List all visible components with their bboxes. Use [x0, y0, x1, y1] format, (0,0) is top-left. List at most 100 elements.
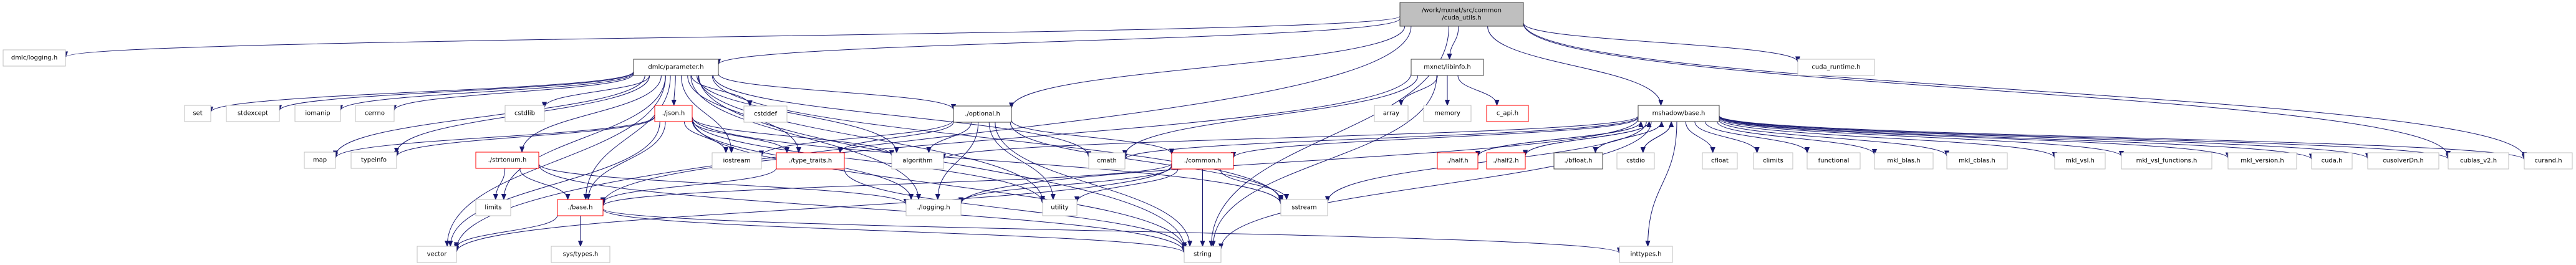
- node-mkl-blas: mkl_blas.h: [1874, 152, 1934, 170]
- node-box: [1486, 105, 1529, 122]
- node-typeinfo: typeinfo: [350, 152, 397, 169]
- node-base[interactable]: ./base.h: [557, 199, 604, 216]
- node-box: [1486, 152, 1526, 170]
- edge-cstdio-to-mshadow_base: [1643, 121, 1671, 153]
- node-logging: ./logging.h: [905, 199, 962, 216]
- edge-mshadow_base-to-mkl_vsl: [1719, 118, 2055, 158]
- node-sstream: sstream: [1280, 199, 1328, 216]
- edge-type_traits-to-base: [603, 167, 777, 203]
- node-box: [475, 199, 511, 216]
- node-strtonum[interactable]: ./strtonum.h: [475, 152, 539, 169]
- edge-json-to-base: [588, 121, 666, 200]
- node-label: typeinfo: [361, 157, 387, 164]
- node-box: [1619, 246, 1673, 263]
- node-box: [1374, 105, 1409, 122]
- node-root[interactable]: /work/mxnet/src/common/cuda_utils.h: [1399, 2, 1524, 27]
- edge-base-to-string: [602, 209, 1184, 254]
- node-box: [1184, 246, 1222, 263]
- edge-dmlc_parameter-to-base: [586, 75, 671, 200]
- node-label: mshadow/base.h: [1652, 110, 1705, 117]
- node-type-traits[interactable]: ./type_traits.h: [776, 152, 845, 170]
- edge-mshadow_base-to-mkl_cblas: [1719, 120, 1947, 157]
- node-box: [1411, 59, 1484, 76]
- node-c-api[interactable]: c_api.h: [1486, 105, 1529, 122]
- edge-mshadow_base-to-mkl_version: [1719, 116, 2228, 158]
- edge-dmlc_parameter-to-type_traits: [687, 75, 799, 153]
- edge-root-to-optional: [1011, 26, 1406, 108]
- node-box: [2227, 152, 2297, 170]
- edge-dmlc_parameter-to-utility: [698, 75, 1043, 201]
- node-json[interactable]: ./json.h: [654, 105, 693, 122]
- node-box: [891, 152, 944, 170]
- node-inttypes: inttypes.h: [1619, 246, 1673, 263]
- node-box: [1807, 152, 1861, 170]
- node-box: [1946, 152, 2008, 170]
- edge-half2-to-mshadow_base: [1525, 121, 1649, 156]
- edges-layer: [65, 16, 2524, 254]
- node-label: ./bfloat.h: [1565, 158, 1593, 165]
- node-mshadow-base[interactable]: mshadow/base.h: [1638, 105, 1720, 122]
- node-half[interactable]: ./half.h: [1437, 152, 1479, 170]
- edge-mxnet_libinfo-to-base: [603, 73, 1412, 204]
- node-dmlc-parameter[interactable]: dmlc/parameter.h: [633, 59, 719, 76]
- node-box: [2, 49, 66, 67]
- node-mxnet-libinfo[interactable]: mxnet/libinfo.h: [1411, 59, 1484, 76]
- node-array: array: [1374, 105, 1409, 122]
- edge-mxnet_libinfo-to-c_api: [1457, 75, 1497, 106]
- edge-mxnet_libinfo-to-array: [1401, 75, 1438, 106]
- node-cstdio: cstdio: [1616, 152, 1655, 170]
- edge-mshadow_base-to-cusolverDn: [1719, 115, 2368, 159]
- node-label: mkl_version.h: [2241, 158, 2284, 165]
- edge-half-to-mshadow_base: [1477, 121, 1641, 157]
- edge-mshadow_base-to-cublas_v2: [1719, 115, 2448, 160]
- edge-mshadow_base-to-inttypes: [1648, 121, 1677, 246]
- node-label: ./half2.h: [1493, 158, 1518, 165]
- edge-root-to-curand: [1523, 22, 2524, 157]
- node-optional[interactable]: ./optional.h: [953, 105, 1012, 123]
- node-label: sys/types.h: [563, 251, 599, 258]
- node-box: [304, 152, 336, 169]
- edge-mxnet_libinfo-to-string: [1213, 75, 1437, 246]
- edge-common-to-logging: [961, 166, 1172, 203]
- edge-optional-to-common: [1011, 120, 1172, 155]
- edge-json-to-typeinfo: [397, 116, 655, 157]
- node-label: sstream: [1291, 205, 1316, 211]
- node-label: limits: [485, 205, 501, 211]
- node-label: utility: [1051, 205, 1069, 211]
- node-label: set: [193, 110, 202, 117]
- node-label: vector: [427, 251, 448, 258]
- edge-optional-to-logging: [938, 122, 979, 200]
- edge-dmlc_parameter-to-json: [674, 75, 676, 105]
- node-label: cmath: [1097, 158, 1117, 165]
- node-label: ./common.h: [1184, 158, 1222, 165]
- edge-root-to-mxnet_libinfo: [1450, 26, 1459, 59]
- edge-json-to-string: [692, 118, 1184, 249]
- node-label: mxnet/libinfo.h: [1424, 64, 1470, 71]
- node-cfloat: cfloat: [1702, 152, 1738, 170]
- node-common[interactable]: ./common.h: [1171, 152, 1234, 170]
- node-label: /cuda_utils.h: [1442, 15, 1481, 22]
- node-label: mkl_cblas.h: [1959, 158, 1995, 165]
- edge-dmlc_parameter-to-cmath: [713, 75, 1089, 157]
- node-dmlc-logging: dmlc/logging.h: [2, 49, 66, 67]
- edge-dmlc_parameter-to-algorithm: [697, 75, 897, 153]
- node-cuda-runtime: cuda_runtime.h: [1797, 59, 1875, 76]
- node-climits: climits: [1753, 152, 1793, 170]
- node-box: [2524, 152, 2573, 170]
- node-label: cfloat: [1711, 158, 1729, 165]
- node-box: [743, 105, 788, 123]
- edge-optional-to-iostream: [761, 119, 954, 157]
- node-label: cublas_v2.h: [2460, 158, 2497, 165]
- edge-mxnet_libinfo-to-cmath: [1125, 75, 1419, 156]
- node-box: [1616, 152, 1655, 170]
- node-box: [1088, 152, 1126, 170]
- node-map: map: [304, 152, 336, 169]
- node-box: [475, 152, 539, 169]
- node-half2[interactable]: ./half2.h: [1486, 152, 1526, 170]
- edge-mshadow_base-to-curand: [1719, 115, 2524, 160]
- node-memory: memory: [1423, 105, 1472, 122]
- node-label: c_api.h: [1497, 110, 1518, 117]
- node-curand: curand.h: [2524, 152, 2573, 170]
- node-bfloat[interactable]: ./bfloat.h: [1553, 152, 1603, 170]
- node-box: [1423, 105, 1472, 122]
